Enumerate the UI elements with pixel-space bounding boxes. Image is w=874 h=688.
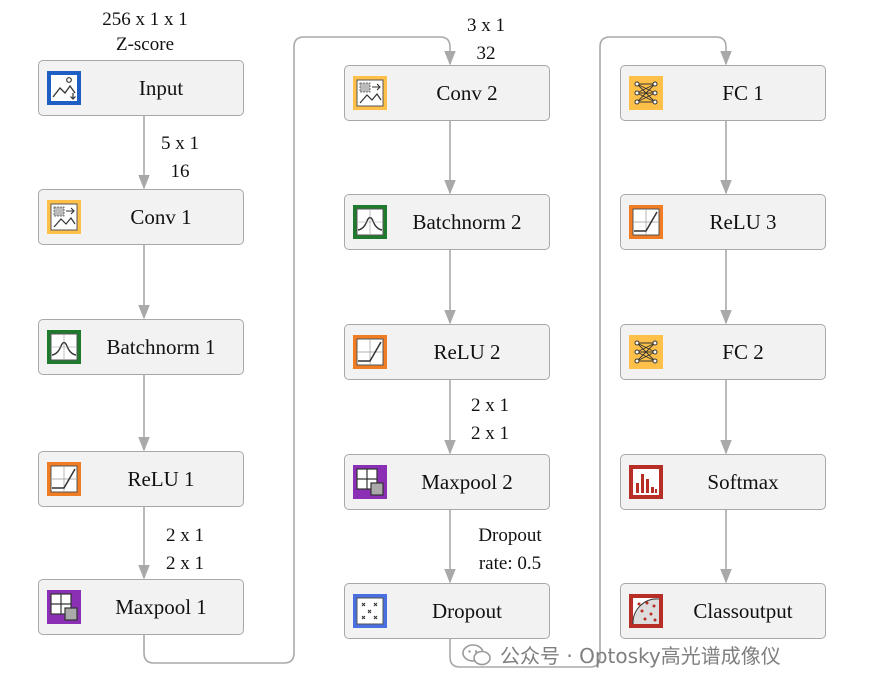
pool2-param-line1: 2 x 1 [471, 395, 509, 416]
batchnorm-icon [47, 330, 81, 364]
wechat-icon [462, 643, 492, 666]
relu-icon [629, 205, 663, 239]
layer-node-fc2[interactable]: FC 2 [620, 324, 826, 380]
convolution-icon [47, 200, 81, 234]
layer-label: ReLU 3 [709, 209, 777, 234]
classoutput-icon [629, 594, 663, 628]
conv2-param-line1: 3 x 1 [467, 15, 505, 36]
relu-icon [47, 462, 81, 496]
layer-label: Batchnorm 2 [412, 209, 522, 234]
layer-label: FC 2 [722, 339, 764, 364]
layer-label: Conv 2 [436, 80, 498, 105]
maxpool-icon [47, 590, 81, 624]
conv1-param-line2: 16 [170, 161, 190, 182]
dropout-params-annotation: Dropout rate: 0.5 [460, 522, 560, 578]
pool1-param-line1: 2 x 1 [166, 525, 204, 546]
layer-label: Dropout [432, 598, 502, 623]
fully-connected-icon [629, 76, 663, 110]
input-size-line2: Z-score [115, 34, 175, 55]
layer-label: FC 1 [722, 80, 764, 105]
layer-label: Input [138, 75, 184, 100]
layer-node-input[interactable]: Input [38, 60, 244, 116]
layer-node-dropout[interactable]: Dropout [344, 583, 550, 639]
layer-label: Softmax [707, 469, 779, 494]
fully-connected-icon [629, 335, 663, 369]
edge-pool1-to-conv2 [143, 36, 456, 664]
layer-node-pool1[interactable]: Maxpool 1 [38, 579, 244, 635]
pool2-params-annotation: 2 x 1 2 x 1 [450, 392, 530, 448]
batchnorm-icon [353, 205, 387, 239]
layer-node-bn2[interactable]: Batchnorm 2 [344, 194, 550, 250]
input-size-annotation: 256 x 1 x 1 Z-score [70, 6, 220, 56]
convolution-icon [353, 76, 387, 110]
watermark-text: 公众号 · Optosky高光谱成像仪 [500, 644, 781, 668]
layer-node-bn1[interactable]: Batchnorm 1 [38, 319, 244, 375]
dropout-param-line2: rate: 0.5 [478, 553, 542, 574]
watermark: 公众号 · Optosky高光谱成像仪 [462, 640, 781, 669]
layer-label: Maxpool 2 [421, 469, 513, 494]
layer-node-pool2[interactable]: Maxpool 2 [344, 454, 550, 510]
edge-dropout-to-fc1 [449, 36, 732, 668]
softmax-icon [629, 465, 663, 499]
layer-label: Conv 1 [130, 204, 192, 229]
input-size-line1: 256 x 1 x 1 [102, 9, 188, 30]
conv2-params-annotation: 3 x 1 32 [446, 12, 526, 68]
conv1-param-line1: 5 x 1 [161, 133, 199, 154]
layer-node-softmax[interactable]: Softmax [620, 454, 826, 510]
layer-label: Classoutput [693, 598, 793, 623]
layer-node-fc1[interactable]: FC 1 [620, 65, 826, 121]
pool1-params-annotation: 2 x 1 2 x 1 [145, 522, 225, 578]
layer-node-conv2[interactable]: Conv 2 [344, 65, 550, 121]
pool1-param-line2: 2 x 1 [166, 553, 204, 574]
layer-node-relu1[interactable]: ReLU 1 [38, 451, 244, 507]
dropout-icon [353, 594, 387, 628]
dropout-param-line1: Dropout [478, 525, 542, 546]
relu-icon [353, 335, 387, 369]
layer-node-relu2[interactable]: ReLU 2 [344, 324, 550, 380]
layer-node-conv1[interactable]: Conv 1 [38, 189, 244, 245]
conv2-param-line2: 32 [476, 43, 496, 64]
layer-node-classoutput[interactable]: Classoutput [620, 583, 826, 639]
layer-label: ReLU 2 [433, 339, 501, 364]
image-input-icon [47, 71, 81, 105]
conv1-params-annotation: 5 x 1 16 [140, 130, 220, 186]
layer-label: Maxpool 1 [115, 594, 207, 619]
maxpool-icon [353, 465, 387, 499]
layer-node-relu3[interactable]: ReLU 3 [620, 194, 826, 250]
pool2-param-line2: 2 x 1 [471, 423, 509, 444]
layer-label: Batchnorm 1 [106, 334, 216, 359]
layer-label: ReLU 1 [127, 466, 195, 491]
